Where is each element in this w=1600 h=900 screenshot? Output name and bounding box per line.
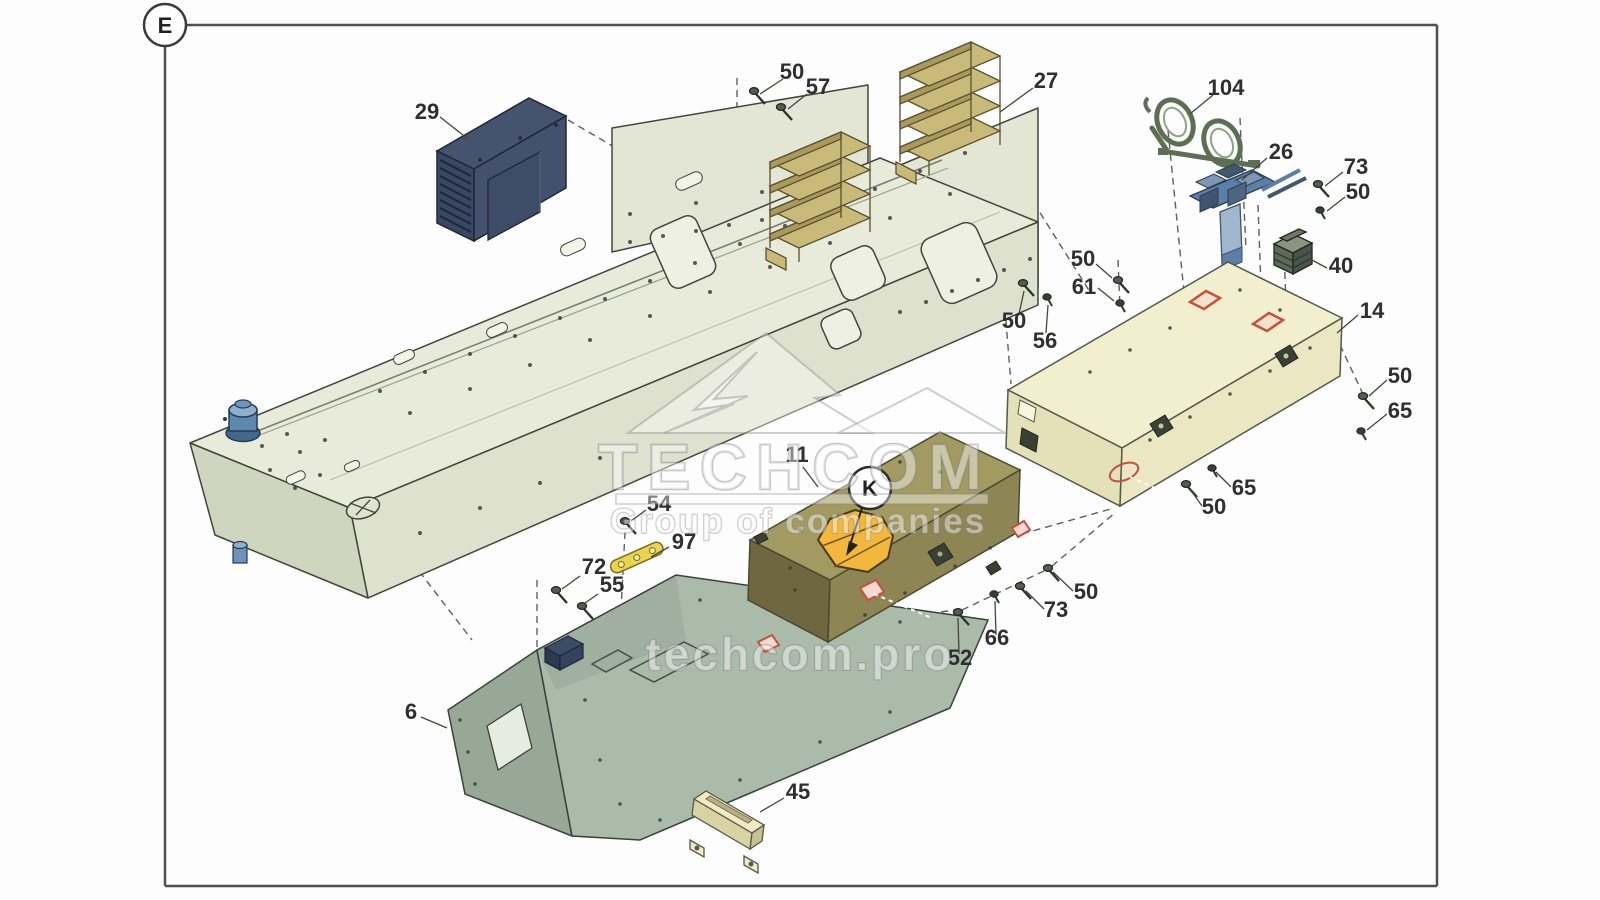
sheet-border: E <box>142 2 1439 888</box>
callout-97: 97 <box>672 529 696 554</box>
chassis-hatch <box>345 496 381 520</box>
callout-50-mid1: 50 <box>1002 308 1026 333</box>
leader-lines <box>420 78 1388 813</box>
part-27-rack-right <box>895 41 1002 186</box>
screw-icon <box>1357 391 1376 411</box>
highlight-tab <box>1010 519 1032 539</box>
callout-50-top: 50 <box>780 59 804 84</box>
nut-icon <box>1206 463 1218 478</box>
highlight-tab <box>858 578 886 602</box>
mount-hole-highlight <box>1187 289 1223 311</box>
detail-e-circle <box>142 2 188 48</box>
chassis-window-cutouts <box>649 215 998 350</box>
part-29-box <box>435 97 568 243</box>
callout-50-bottomright: 50 <box>1074 579 1098 604</box>
part-40-block <box>1272 228 1314 276</box>
drain-fitting <box>232 540 248 564</box>
filler-cap <box>223 399 261 443</box>
part-26-valve <box>1188 163 1307 271</box>
watermark-brand: TECHCOM <box>598 431 992 503</box>
watermark-website: techcom.pro <box>645 628 954 680</box>
callout-104: 104 <box>1208 75 1245 100</box>
watermark-bar <box>615 493 989 505</box>
callout-11: 11 <box>785 442 808 467</box>
callout-6: 6 <box>405 699 417 724</box>
callout-40: 40 <box>1329 253 1353 278</box>
callout-50-mid2: 50 <box>1071 246 1095 271</box>
callout-29: 29 <box>415 99 439 124</box>
part-104-clamps <box>1143 96 1261 169</box>
nut-icon <box>1041 292 1053 307</box>
callout-50-bottom: 50 <box>1202 494 1226 519</box>
callout-65-bottom: 65 <box>1232 475 1256 500</box>
callout-73-bottomright: 73 <box>1044 597 1068 622</box>
part-14-box <box>1005 261 1344 508</box>
screw-icon <box>1312 179 1331 199</box>
mount-hole-highlight <box>1250 311 1286 333</box>
screw-icon <box>748 86 767 106</box>
callout-52: 52 <box>948 645 972 670</box>
part-27-rack-left <box>765 131 872 272</box>
detail-k-marker: K <box>846 465 893 556</box>
screw-icon <box>1042 563 1061 583</box>
screw-icon <box>550 585 569 605</box>
watermark-mountain-logo <box>624 331 1009 434</box>
callout-56: 56 <box>1033 328 1057 353</box>
callout-65-right: 65 <box>1388 398 1412 423</box>
part-11-box <box>747 431 1032 644</box>
cover-window <box>486 702 533 772</box>
detail-k-letter: K <box>862 476 878 501</box>
detail-e-letter: E <box>158 13 173 38</box>
part-45-bracket <box>689 790 766 875</box>
chassis-slots <box>285 171 703 485</box>
part-97-strap <box>609 541 664 574</box>
watermark: TECHCOM Group of companies techcom.pro <box>597 331 1009 681</box>
part-6-cover <box>447 574 990 841</box>
chassis-left-end <box>189 442 369 599</box>
nut-icon <box>1114 298 1126 313</box>
screw-icon <box>576 601 595 621</box>
watermark-tagline: Group of companies <box>610 502 986 541</box>
callout-61: 61 <box>1072 274 1096 299</box>
screw-icon <box>1112 275 1131 295</box>
screw-icon <box>1014 581 1033 601</box>
callout-labels: 29 50 57 27 104 26 73 50 40 14 50 65 50 … <box>405 59 1412 804</box>
highlight-tab <box>756 633 781 654</box>
callout-14: 14 <box>1360 298 1385 323</box>
callout-66: 66 <box>985 625 1009 650</box>
callout-45: 45 <box>786 779 810 804</box>
arrowhead <box>846 541 858 556</box>
cover-connector <box>543 635 585 671</box>
callout-26: 26 <box>1269 139 1293 164</box>
nut-icon <box>1355 426 1367 441</box>
callout-54: 54 <box>647 491 672 516</box>
callout-72: 72 <box>582 554 606 579</box>
callout-50-right: 50 <box>1388 363 1412 388</box>
callout-57: 57 <box>806 74 830 99</box>
highlight-ellipse <box>1108 461 1140 483</box>
callout-55: 55 <box>600 572 624 597</box>
nut-icon <box>1314 205 1326 220</box>
callout-73-topright: 73 <box>1344 154 1368 179</box>
callout-27: 27 <box>1034 68 1058 93</box>
callout-50-topright: 50 <box>1346 179 1370 204</box>
